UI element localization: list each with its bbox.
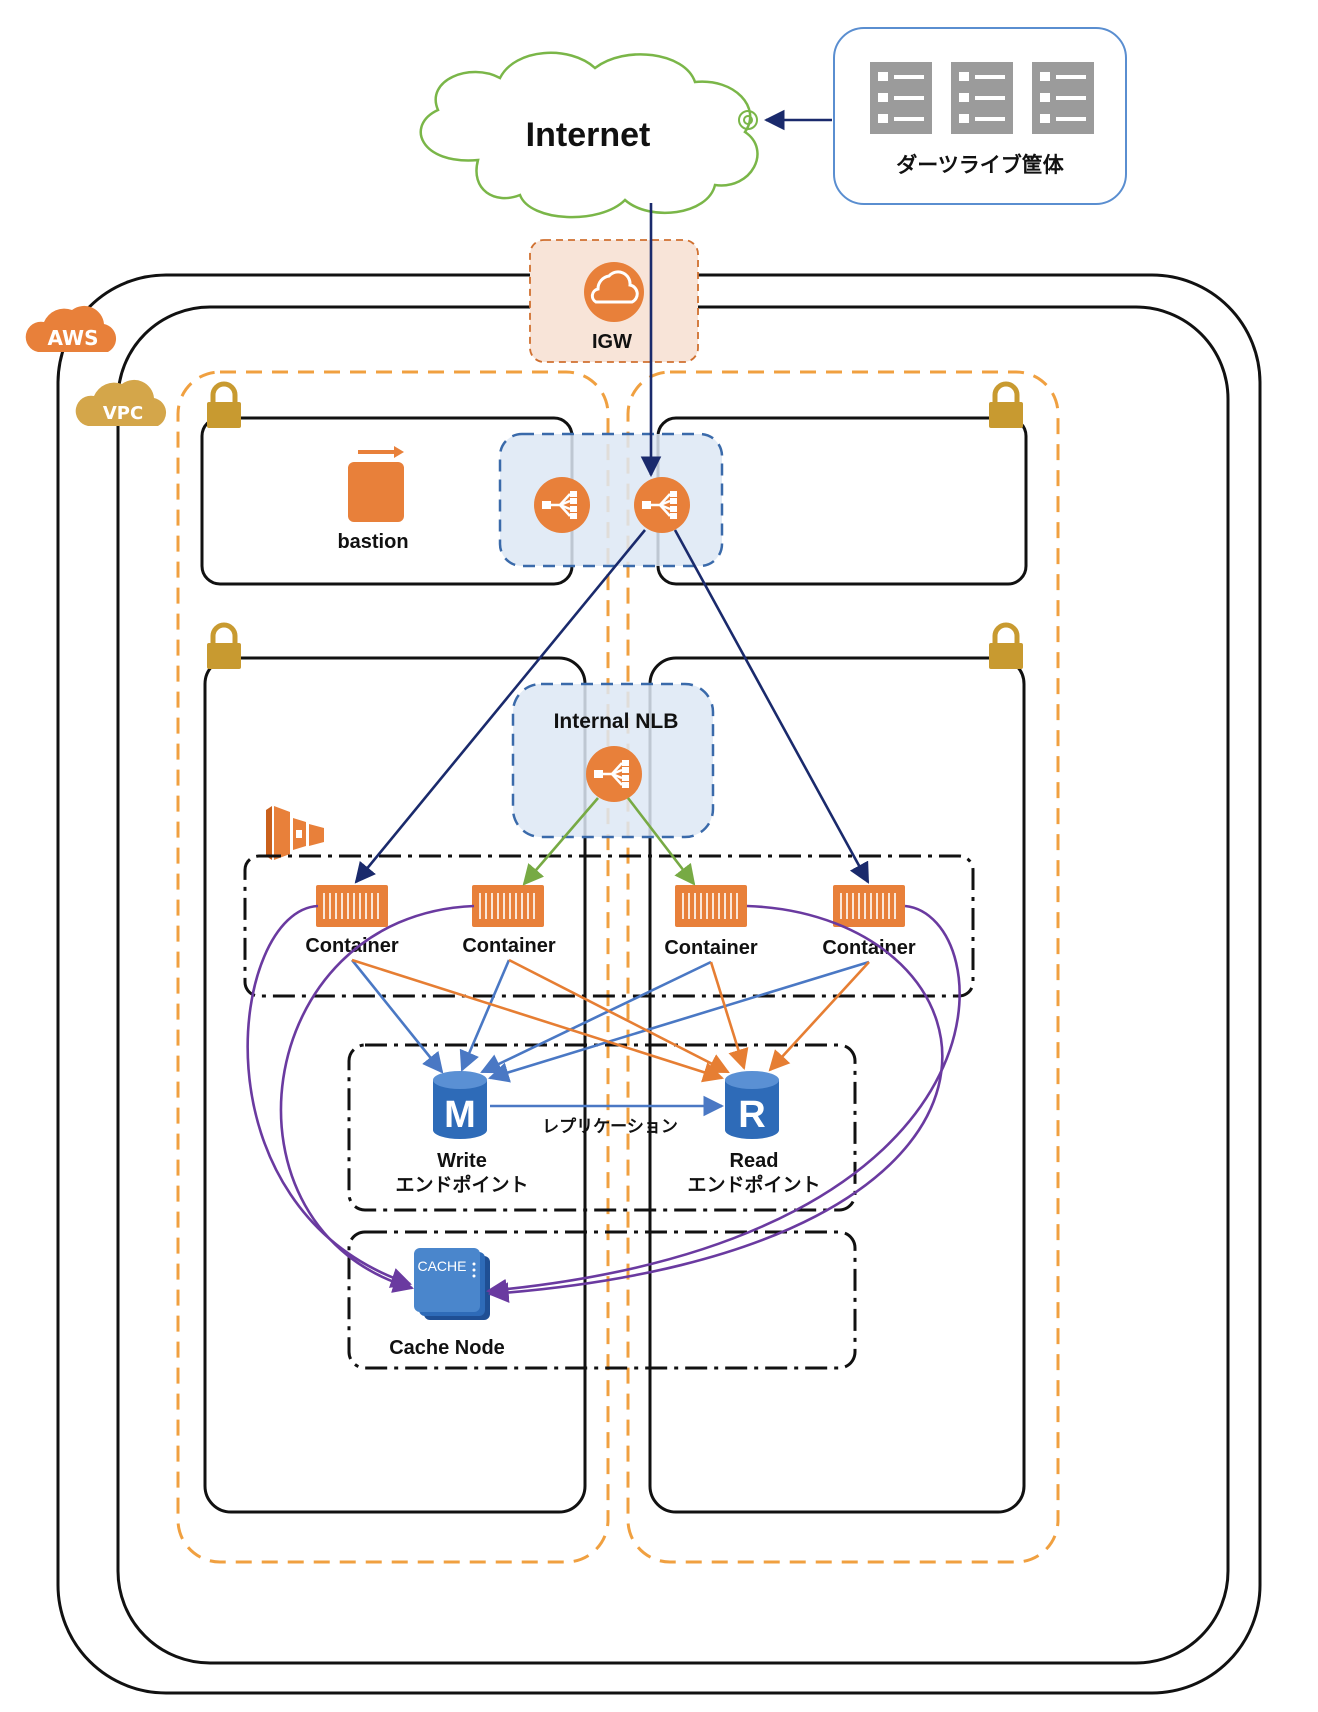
aws-badge-label: AWS bbox=[47, 326, 98, 350]
cache-cluster-boundary bbox=[347, 1230, 857, 1370]
arrow-nlb-to-container bbox=[354, 529, 647, 884]
arrow-write bbox=[480, 960, 712, 1074]
lock-icon bbox=[207, 625, 241, 669]
private-subnet-right bbox=[648, 656, 1026, 1514]
read-endpoint-label: Read bbox=[730, 1150, 779, 1172]
arrow-read bbox=[508, 958, 730, 1074]
arrow-write bbox=[459, 959, 511, 1072]
cache-node-icon: CACHE bbox=[414, 1248, 490, 1320]
server-icon bbox=[1032, 62, 1094, 134]
bastion-label: bastion bbox=[337, 531, 408, 553]
read-endpoint-sublabel: エンドポイント bbox=[687, 1173, 820, 1196]
arrow-read bbox=[709, 961, 749, 1070]
container-label: Container bbox=[822, 937, 916, 959]
container-label: Container bbox=[462, 935, 556, 957]
write-endpoint-label: Write bbox=[437, 1150, 487, 1172]
vpc-badge: VPC bbox=[75, 379, 167, 426]
arrow-read bbox=[768, 961, 870, 1072]
arrow-cache bbox=[246, 904, 412, 1288]
private-subnet-left bbox=[203, 656, 587, 1514]
server-icon bbox=[870, 62, 932, 134]
igw-icon bbox=[584, 262, 644, 322]
rds-replica-icon: R bbox=[725, 1071, 779, 1139]
container-icon bbox=[315, 884, 389, 928]
load-balancer-icon bbox=[532, 475, 592, 535]
ecs-cluster-boundary bbox=[243, 854, 975, 998]
cache-icon-text: CACHE bbox=[417, 1258, 466, 1274]
availability-zone-left bbox=[176, 370, 610, 1564]
ecs-cluster-icon bbox=[266, 806, 324, 860]
load-balancer-icon bbox=[632, 475, 692, 535]
rds-replica-letter: R bbox=[738, 1094, 765, 1136]
datacenter-label: ダーツライブ筐体 bbox=[896, 153, 1065, 177]
aws-badge: AWS bbox=[25, 305, 117, 352]
arrow-write bbox=[350, 959, 444, 1074]
server-icon bbox=[951, 62, 1013, 134]
public-nlb-box bbox=[498, 432, 724, 568]
container-icon bbox=[674, 884, 748, 928]
arrow-read bbox=[351, 958, 724, 1083]
container-label: Container bbox=[305, 935, 399, 957]
container-label: Container bbox=[664, 937, 758, 959]
arrows bbox=[246, 109, 961, 1303]
arrow-cache bbox=[485, 904, 961, 1300]
rds-master-letter: M bbox=[444, 1094, 476, 1136]
load-balancer-icon bbox=[584, 744, 644, 804]
arrow-internal-nlb-to-container bbox=[626, 797, 696, 886]
lock-icon bbox=[989, 625, 1023, 669]
internal-nlb-label: Internal NLB bbox=[554, 710, 679, 733]
arrow-internal-nlb-to-container bbox=[522, 797, 599, 886]
vpc-badge-label: VPC bbox=[103, 403, 143, 424]
igw-label: IGW bbox=[592, 331, 632, 353]
availability-zone-right bbox=[626, 370, 1060, 1564]
internet-label: Internet bbox=[526, 116, 651, 154]
internet-cloud: Internet bbox=[419, 51, 759, 219]
container-icon bbox=[471, 884, 545, 928]
rds-master-icon: M bbox=[433, 1071, 487, 1139]
arrow-write bbox=[488, 960, 870, 1083]
arrow-cache bbox=[487, 904, 944, 1303]
lock-icon bbox=[207, 384, 241, 428]
internet-connection-icon bbox=[738, 110, 758, 130]
arrow-cache bbox=[279, 904, 475, 1293]
rds-cluster-boundary bbox=[347, 1043, 857, 1212]
write-endpoint-sublabel: エンドポイント bbox=[395, 1173, 528, 1196]
arrow-nlb-to-container bbox=[673, 529, 870, 884]
bastion-icon bbox=[348, 446, 404, 522]
container-icon bbox=[832, 884, 906, 928]
cache-node-label: Cache Node bbox=[389, 1337, 505, 1359]
lock-icon bbox=[989, 384, 1023, 428]
replication-label: レプリケーション bbox=[542, 1116, 678, 1137]
